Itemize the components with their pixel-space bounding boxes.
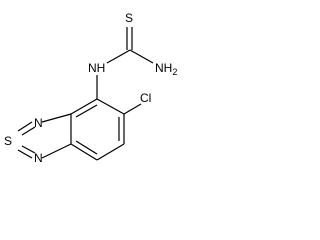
chemical-structure: S NH2 NH Cl N S N <box>4 11 177 165</box>
bond-c6-c7 <box>96 143 125 161</box>
bond-c5-cl <box>123 103 142 115</box>
bond-c3a-c4 <box>70 98 98 115</box>
bond-c-nh <box>106 49 131 64</box>
bond-s-nbottom-inner <box>21 145 36 154</box>
bond-c-nh2 <box>129 49 154 64</box>
bond-c3a-ntop <box>41 113 72 123</box>
atom-thione-s: S <box>125 11 133 25</box>
atom-imine-nh: NH <box>88 61 105 75</box>
bond-c3a-c4-inner <box>75 104 98 118</box>
bond-s-nbottom <box>17 149 33 159</box>
atom-chlorine: Cl <box>140 91 151 105</box>
bond-nbottom-c7a <box>41 143 72 159</box>
bond-ntop-s <box>17 121 33 132</box>
bond-c4-c5 <box>96 98 125 115</box>
atom-ring-s: S <box>4 134 12 148</box>
atom-amine: NH2 <box>155 61 177 77</box>
bond-ntop-s-inner <box>21 126 36 136</box>
bond-c7-c7a <box>70 143 98 161</box>
atom-ring-n-bottom: N <box>34 151 43 165</box>
atom-ring-n-top: N <box>34 116 43 130</box>
bond-c7-c7a-inner <box>75 140 98 155</box>
